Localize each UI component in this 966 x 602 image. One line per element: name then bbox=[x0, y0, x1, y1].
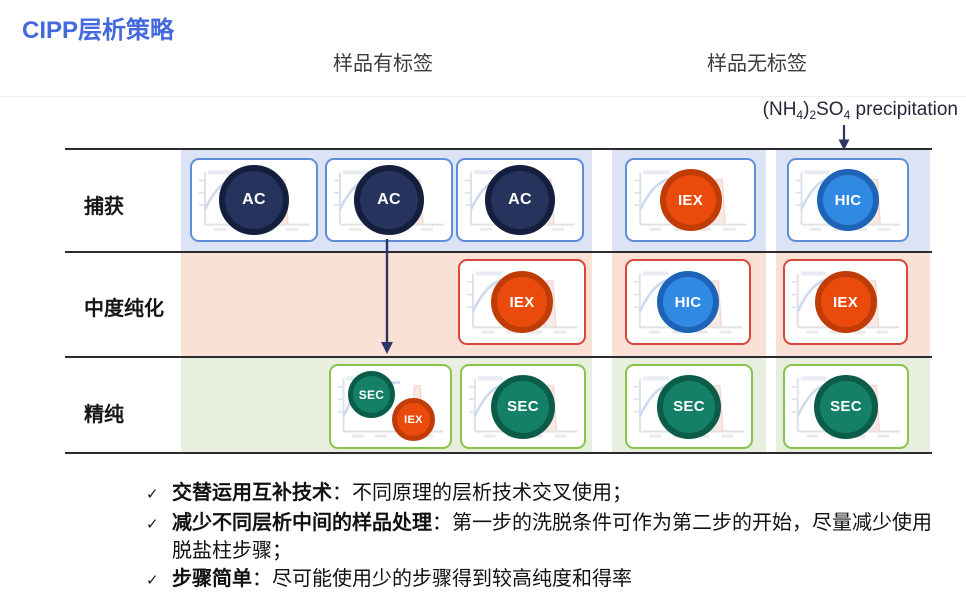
note-text: 减少不同层析中间的样品处理：第一步的洗脱条件可作为第二步的开始，尽量减少使用脱盐… bbox=[172, 509, 946, 565]
badge-label: AC bbox=[242, 191, 266, 208]
note-text: 步骤简单：尽可能使用少的步骤得到较高纯度和得率 bbox=[172, 565, 946, 595]
card-polish-sec-iex: SEC IEX bbox=[329, 364, 452, 449]
badge-label: IEX bbox=[404, 413, 423, 426]
badge-label: IEX bbox=[832, 293, 859, 311]
badge-label: HIC bbox=[834, 191, 862, 209]
badge-label: SEC bbox=[830, 398, 862, 415]
badge-label: SEC bbox=[507, 398, 539, 415]
flow-arrow-down-icon bbox=[381, 239, 393, 354]
sec-badge: SEC bbox=[657, 374, 721, 439]
card-intermediate-iex-1: IEX bbox=[458, 259, 586, 345]
list-item: ✓ 步骤简单：尽可能使用少的步骤得到较高纯度和得率 bbox=[146, 565, 946, 595]
stage-label-capture: 捕获 bbox=[84, 196, 124, 218]
badge-label: IEX bbox=[509, 293, 535, 311]
row-divider bbox=[65, 148, 932, 150]
note-bold-lead: 交替运用互补技术 bbox=[172, 482, 332, 504]
badge-label: HIC bbox=[674, 293, 702, 311]
card-capture-ac-1: AC bbox=[190, 158, 318, 242]
iex-badge: IEX bbox=[491, 271, 553, 333]
card-capture-hic: HIC bbox=[787, 158, 909, 242]
page-title: CIPP层析策略 bbox=[22, 17, 175, 44]
header-divider bbox=[0, 96, 966, 97]
row-divider bbox=[65, 452, 932, 454]
card-polish-sec-2: SEC bbox=[625, 364, 753, 449]
precipitation-arrow-down-icon bbox=[838, 125, 850, 150]
card-capture-ac-3: AC bbox=[456, 158, 584, 242]
checkmark-icon: ✓ bbox=[146, 516, 159, 533]
iex-badge: IEX bbox=[392, 398, 435, 441]
key-points-list: ✓ 交替运用互补技术：不同原理的层析技术交叉使用； ✓ 减少不同层析中间的样品处… bbox=[146, 479, 946, 595]
note-bold-lead: 减少不同层析中间的样品处理 bbox=[172, 512, 432, 534]
card-capture-iex: IEX bbox=[625, 158, 756, 242]
sec-badge: SEC bbox=[814, 374, 878, 439]
note-body: ：第一步的洗脱条件可作为第二步的开始，尽量减少使用脱盐柱步骤； bbox=[172, 512, 932, 562]
row-divider bbox=[65, 356, 932, 358]
note-text: 交替运用互补技术：不同原理的层析技术交叉使用； bbox=[172, 479, 946, 509]
ac-badge: AC bbox=[219, 165, 289, 235]
iex-badge: IEX bbox=[814, 271, 877, 333]
card-capture-ac-2: AC bbox=[325, 158, 453, 242]
stage-label-polish: 精纯 bbox=[84, 404, 124, 426]
badge-label: IEX bbox=[677, 191, 704, 209]
note-body: ：不同原理的层析技术交叉使用； bbox=[332, 482, 632, 504]
card-intermediate-iex-2: IEX bbox=[783, 259, 908, 345]
badge-label: AC bbox=[508, 191, 532, 208]
row-divider bbox=[65, 251, 932, 253]
column-header-labeled: 样品有标签 bbox=[333, 53, 433, 75]
note-bold-lead: 步骤简单 bbox=[172, 568, 252, 590]
hic-badge: HIC bbox=[657, 271, 719, 333]
ac-badge: AC bbox=[485, 165, 555, 235]
badge-label: AC bbox=[377, 191, 401, 208]
iex-badge: IEX bbox=[659, 169, 722, 231]
badge-label: SEC bbox=[358, 387, 385, 402]
stage-label-intermediate: 中度纯化 bbox=[84, 298, 164, 320]
sec-badge: SEC bbox=[348, 371, 395, 418]
hic-badge: HIC bbox=[817, 169, 879, 231]
ammonium-sulfate-precipitation-label: (NH4)2SO4 precipitation bbox=[762, 99, 958, 122]
sec-badge: SEC bbox=[491, 374, 555, 439]
list-item: ✓ 减少不同层析中间的样品处理：第一步的洗脱条件可作为第二步的开始，尽量减少使用… bbox=[146, 509, 946, 565]
card-polish-sec-1: SEC bbox=[460, 364, 586, 449]
list-item: ✓ 交替运用互补技术：不同原理的层析技术交叉使用； bbox=[146, 479, 946, 509]
checkmark-icon: ✓ bbox=[146, 486, 159, 503]
card-intermediate-hic: HIC bbox=[625, 259, 751, 345]
column-header-unlabeled: 样品无标签 bbox=[707, 53, 807, 75]
badge-label: SEC bbox=[673, 398, 705, 415]
note-body: ：尽可能使用少的步骤得到较高纯度和得率 bbox=[252, 568, 632, 590]
ac-badge: AC bbox=[354, 165, 424, 235]
checkmark-icon: ✓ bbox=[146, 572, 159, 589]
card-polish-sec-3: SEC bbox=[783, 364, 909, 449]
